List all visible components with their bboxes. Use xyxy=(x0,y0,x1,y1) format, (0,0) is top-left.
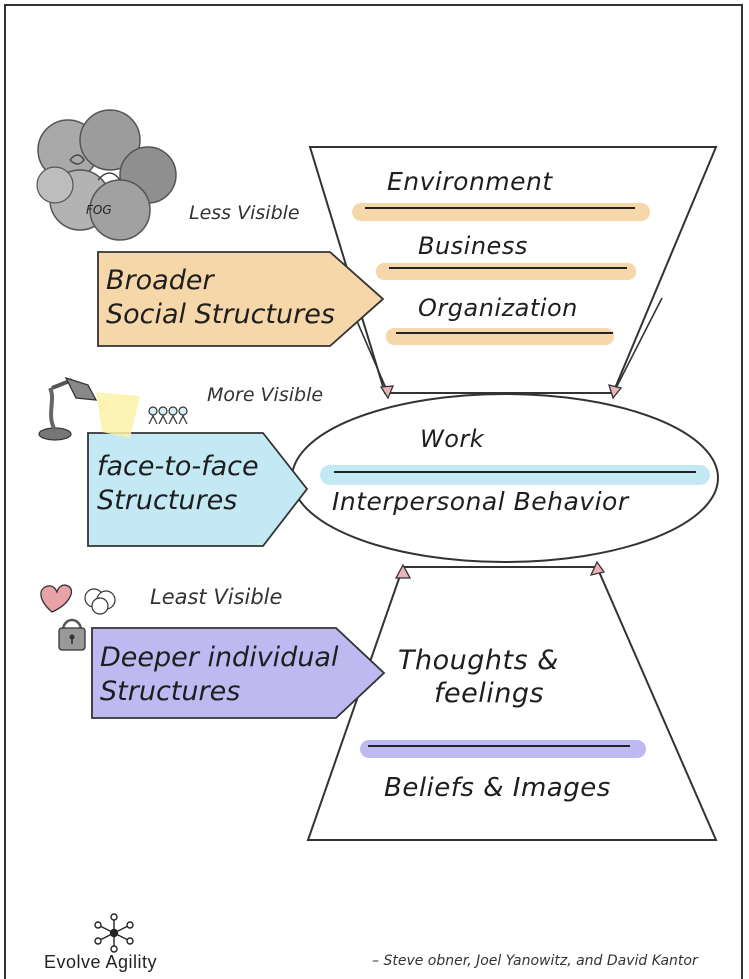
evolve-logo-icon xyxy=(94,913,134,953)
fog-label: FOG xyxy=(86,203,112,217)
broader-line-2: Social Structures xyxy=(106,299,335,330)
face-structures-label: face-to-face Structures xyxy=(97,450,259,518)
more-visible-label: More Visible xyxy=(207,384,324,406)
deeper-structures-label: Deeper individual Structures xyxy=(100,641,338,709)
interpersonal-behavior-label: Interpersonal Behavior xyxy=(332,487,629,516)
deeper-line-1: Deeper individual xyxy=(100,642,339,673)
least-visible-label: Least Visible xyxy=(150,585,283,609)
page-frame xyxy=(4,4,743,979)
face-line-2: Structures xyxy=(97,485,238,516)
deeper-line-2: Structures xyxy=(100,676,241,707)
less-visible-label: Less Visible xyxy=(189,202,300,224)
face-line-1: face-to-face xyxy=(97,451,259,482)
thoughts-line-2: feelings xyxy=(434,678,545,709)
environment-highlight xyxy=(352,203,650,221)
environment-label: Environment xyxy=(387,167,553,196)
broader-line-1: Broader xyxy=(106,265,214,296)
organization-label: Organization xyxy=(418,294,578,322)
author-credit: – Steve obner, Joel Yanowitz, and David … xyxy=(372,953,698,969)
beliefs-images-label: Beliefs & Images xyxy=(384,773,611,803)
organization-highlight xyxy=(386,328,614,345)
deeper-arrow-shape xyxy=(91,627,386,719)
people-icon xyxy=(148,406,188,425)
broader-arrow-shape xyxy=(97,251,385,347)
heart-lock-icon xyxy=(40,584,116,651)
thoughts-line-1: Thoughts & xyxy=(398,645,559,676)
bottom-funnel xyxy=(306,566,718,841)
work-label: Work xyxy=(420,425,485,453)
brand-name: Evolve Agility xyxy=(44,952,158,972)
face-arrow-shape xyxy=(87,432,309,547)
fog-cloud-icon: FOG xyxy=(36,109,177,241)
work-highlight xyxy=(320,465,710,485)
broader-structures-label: Broader Social Structures xyxy=(106,264,335,332)
business-highlight xyxy=(376,263,636,280)
thoughts-feelings-label: Thoughts & feelings xyxy=(398,644,559,710)
beliefs-highlight xyxy=(360,740,646,758)
business-label: Business xyxy=(418,232,528,260)
lamp-icon xyxy=(38,376,140,441)
